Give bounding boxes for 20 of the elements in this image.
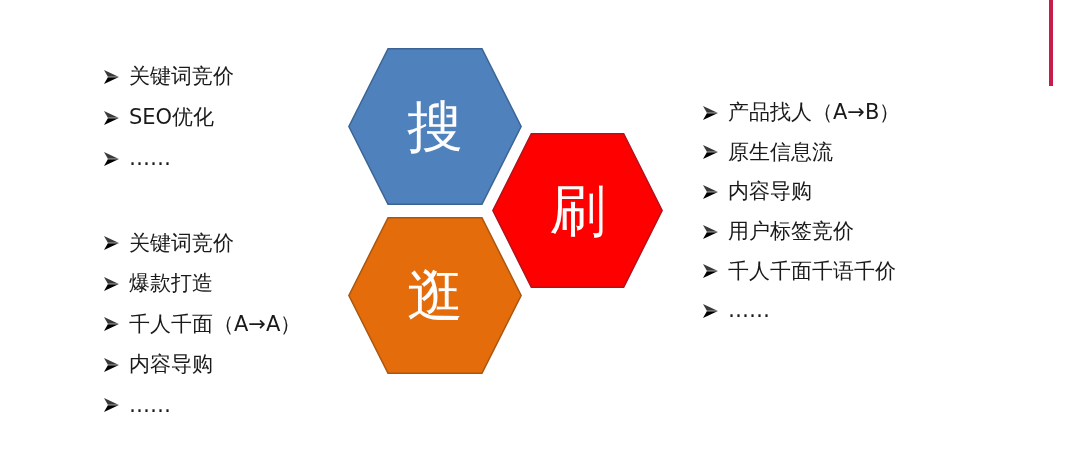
hexagon-node [492, 133, 663, 288]
hexagon-label: 搜 [407, 98, 463, 155]
list-item-text: …… [728, 300, 770, 322]
list-item-text: 用户标签竞价 [728, 221, 854, 243]
list-item-text: 千人千面（A→A） [129, 313, 302, 335]
list-item-text: 原生信息流 [728, 141, 833, 163]
list-item-text: 产品找人（A→B） [728, 102, 901, 124]
list-item-text: SEO优化 [129, 107, 215, 128]
hexagon-node [348, 48, 522, 205]
list-item-text: …… [129, 394, 171, 416]
hexagon-label: 逛 [407, 267, 463, 324]
list-item-text: …… [129, 148, 171, 169]
hexagon-label: 刷 [549, 182, 606, 239]
list-item-text: 爆款打造 [129, 273, 213, 295]
list-item-text: 内容导购 [728, 181, 812, 203]
list-item-text: 内容导购 [129, 354, 213, 376]
list-item-text: 关键词竞价 [129, 232, 234, 254]
hexagon-node [348, 217, 522, 374]
list-item-text: 关键词竞价 [129, 66, 234, 87]
list-item-text: 千人千面千语千价 [728, 260, 896, 282]
